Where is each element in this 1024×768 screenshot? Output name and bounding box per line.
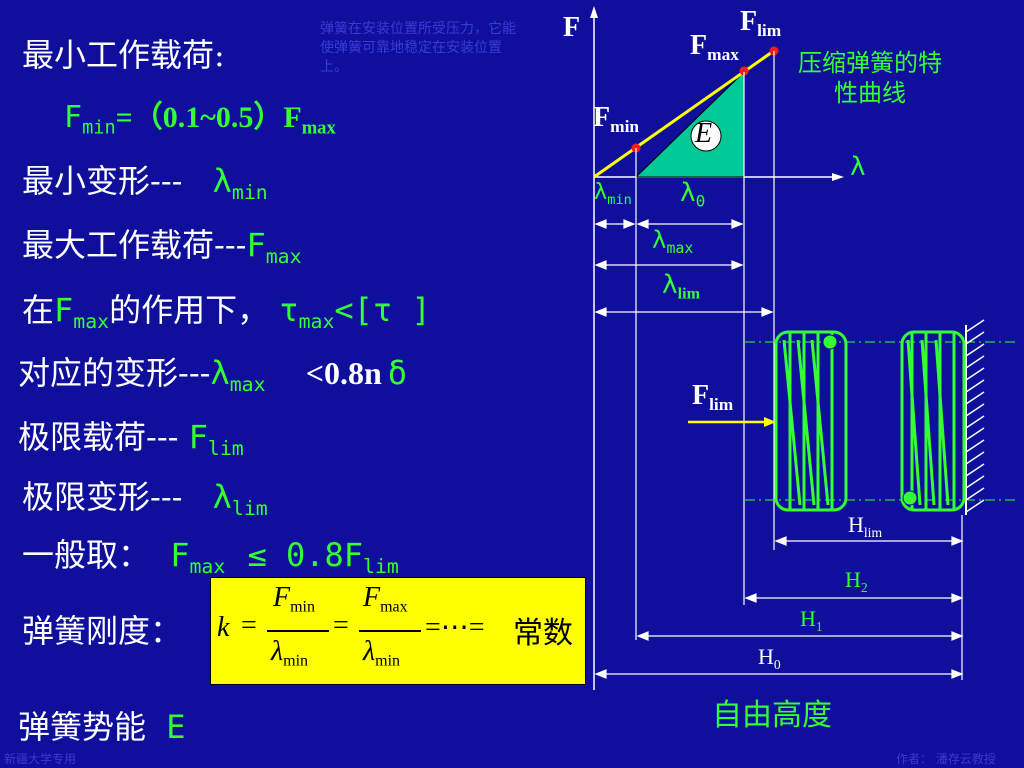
f-max-label: Fmax bbox=[690, 30, 739, 65]
wall-hatch bbox=[965, 319, 985, 513]
spring-free bbox=[900, 330, 966, 512]
energy-area bbox=[634, 70, 745, 178]
dimension-h0 bbox=[594, 669, 964, 679]
energy-marker bbox=[690, 120, 722, 152]
energy-symbol: E bbox=[695, 118, 713, 149]
footer-right: 作者： 潘存云教授 bbox=[896, 752, 996, 766]
fmin-formula: Fmin=（0.1~0.5）Fmax bbox=[64, 100, 336, 139]
dimension-h-lim bbox=[774, 536, 964, 546]
lambda-axis-arrow bbox=[832, 173, 844, 181]
f-lim-label: Flim bbox=[740, 6, 782, 41]
under-fmax-line: 在Fmax的作用下， τmax<[τ ] bbox=[22, 291, 431, 333]
spring-compressed-wire-end bbox=[822, 334, 838, 350]
footer-left: 新疆大学专用 bbox=[4, 752, 77, 766]
min-deform-line: 最小变形--- λmin bbox=[22, 162, 268, 204]
lambda-min-label: λmin bbox=[594, 180, 632, 208]
f-axis-label: F bbox=[563, 12, 581, 43]
general-line: 一般取： Fmax ≤ 0.8Flim bbox=[22, 536, 399, 578]
dimension-h2 bbox=[744, 593, 964, 603]
lambda-0-label: λ0 bbox=[680, 178, 706, 211]
h0-label: H0 bbox=[758, 644, 781, 672]
f-axis-arrow bbox=[590, 6, 598, 18]
lambda-max-label: λmax bbox=[652, 226, 694, 258]
limit-load-line: 极限载荷--- Flim bbox=[18, 418, 244, 460]
h1-label: H1 bbox=[800, 606, 823, 634]
min-load-label: 最小工作载荷: bbox=[22, 36, 225, 74]
h-lim-label: Hlim bbox=[848, 512, 883, 540]
force-lim-label: Flim bbox=[692, 380, 734, 415]
dimension-h1 bbox=[636, 631, 964, 641]
dimension-lambda-0 bbox=[636, 219, 744, 229]
installation-note: 弹簧在安装位置所受压力，它能使弹簧可靠地稳定在安装位置上。 bbox=[320, 21, 516, 75]
fmax-point bbox=[739, 66, 749, 76]
stiffness-formula: k = Fmin λmin = Fmax λmin =⋯= 常数 bbox=[210, 577, 586, 685]
free-height-label: 自由高度 bbox=[712, 698, 832, 733]
stiffness-label: 弹簧刚度： bbox=[22, 612, 183, 650]
f-min-label: Fmin bbox=[593, 102, 640, 137]
energy-line: 弹簧势能 E bbox=[18, 708, 186, 746]
spring-free-wire-end bbox=[902, 490, 918, 506]
curve-title: 压缩弹簧的特性曲线 bbox=[798, 49, 942, 107]
max-load-line: 最大工作载荷---Fmax bbox=[22, 226, 302, 268]
h2-label: H2 bbox=[845, 567, 868, 595]
dimension-lambda-lim bbox=[594, 307, 774, 317]
lambda-axis-label: λ bbox=[850, 152, 866, 182]
force-lim-arrowhead bbox=[764, 417, 776, 427]
spring-compressed bbox=[774, 330, 848, 512]
limit-deform-line: 极限变形--- λlim bbox=[22, 478, 268, 520]
dimension-lambda-max bbox=[594, 260, 744, 270]
lambda-lim-label: λlim bbox=[662, 270, 701, 303]
dimension-lambda-min bbox=[594, 219, 636, 229]
